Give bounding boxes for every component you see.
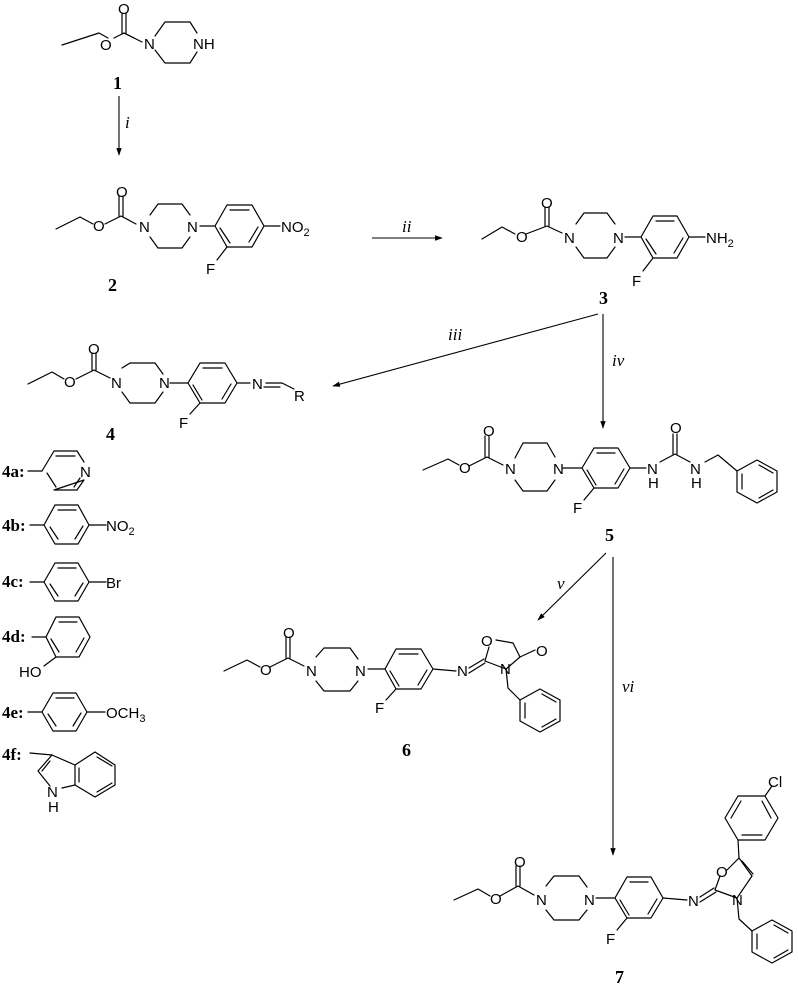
compound-label-5: 5 bbox=[605, 525, 614, 545]
atom-N: N bbox=[47, 784, 58, 801]
r-group-label: 4f: bbox=[2, 745, 22, 764]
atom-N: N bbox=[355, 663, 366, 680]
atom-O: O bbox=[716, 864, 728, 881]
r-group-4f: 4f: N H bbox=[2, 745, 116, 816]
atom-NH2: NH2 bbox=[706, 230, 734, 250]
compound-label-3: 3 bbox=[599, 288, 608, 308]
atom-O: O bbox=[490, 891, 502, 908]
reaction-arrow-ii: ii bbox=[372, 217, 443, 241]
atom-O: O bbox=[514, 854, 526, 871]
atom-O: O bbox=[116, 184, 128, 201]
r-group-4e: 4e: OCH3 bbox=[2, 692, 145, 732]
reagent-label-iv: iv bbox=[612, 351, 625, 370]
r-group-4a: 4a: N bbox=[2, 450, 91, 491]
reagent-label-ii: ii bbox=[402, 217, 412, 236]
compound-label-7: 7 bbox=[615, 967, 624, 987]
atom-O: O bbox=[260, 662, 272, 679]
atom-O: O bbox=[459, 460, 471, 477]
atom-Cl: Cl bbox=[768, 774, 782, 791]
atom-N: N bbox=[500, 661, 511, 678]
atom-F: F bbox=[206, 261, 215, 278]
atom-N: N bbox=[159, 375, 170, 392]
compound-1: O O N NH 1 bbox=[61, 1, 215, 93]
atom-O: O bbox=[283, 625, 295, 642]
reagent-label-vi: vi bbox=[622, 677, 635, 696]
atom-F: F bbox=[573, 500, 582, 517]
atom-O: O bbox=[483, 423, 495, 440]
compound-4: O O N N F N R 4 bbox=[27, 341, 305, 444]
atom-OCH3: OCH3 bbox=[106, 705, 145, 725]
atom-N: N bbox=[80, 464, 91, 481]
atom-N: N bbox=[688, 893, 699, 910]
atom-N: N bbox=[144, 36, 155, 53]
atom-N: N bbox=[139, 219, 150, 236]
compound-label-6: 6 bbox=[402, 740, 411, 760]
atom-F: F bbox=[632, 273, 641, 290]
reaction-arrow-i: i bbox=[116, 96, 130, 156]
atom-N: N bbox=[553, 461, 564, 478]
atom-N: N bbox=[306, 663, 317, 680]
atom-NO2: NO2 bbox=[281, 219, 310, 239]
r-group-label: 4b: bbox=[2, 516, 26, 535]
r-group-label: 4a: bbox=[2, 462, 25, 481]
atom-H: H bbox=[648, 475, 659, 492]
reaction-arrow-vi: vi bbox=[610, 557, 635, 856]
compound-label-1: 1 bbox=[113, 73, 122, 93]
r-group-label: 4c: bbox=[2, 572, 24, 591]
atom-N: N bbox=[252, 376, 263, 393]
atom-N: N bbox=[187, 219, 198, 236]
atom-N: N bbox=[505, 461, 516, 478]
atom-N: N bbox=[690, 461, 701, 478]
atom-O: O bbox=[88, 341, 100, 358]
atom-N: N bbox=[584, 892, 595, 909]
reaction-arrow-iii: iii bbox=[332, 313, 599, 387]
atom-N: N bbox=[111, 375, 122, 392]
atom-N: N bbox=[457, 663, 468, 680]
atom-O: O bbox=[93, 218, 105, 235]
compound-label-4: 4 bbox=[106, 424, 115, 444]
compound-7: O O N N F N O N Cl 7 bbox=[453, 774, 793, 987]
atom-N: N bbox=[647, 461, 658, 478]
reagent-label-v: v bbox=[557, 574, 565, 593]
r-group-4b: 4b: NO2 bbox=[2, 504, 135, 545]
r-group-label: 4e: bbox=[2, 703, 24, 722]
atom-O: O bbox=[536, 643, 548, 660]
atom-N: N bbox=[732, 892, 743, 909]
atom-O: O bbox=[481, 633, 493, 650]
compound-5: O O N N F N H O N H 5 bbox=[422, 420, 778, 545]
atom-R: R bbox=[294, 388, 305, 405]
compound-3: O O N N F NH2 3 bbox=[481, 195, 734, 308]
atom-O: O bbox=[670, 420, 682, 437]
atom-H: H bbox=[691, 475, 702, 492]
atom-HO: HO bbox=[19, 664, 42, 681]
atom-F: F bbox=[606, 931, 615, 948]
atom-NH: NH bbox=[193, 36, 215, 53]
atom-O: O bbox=[100, 37, 112, 54]
atom-N: N bbox=[564, 230, 575, 247]
reagent-label-iii: iii bbox=[448, 325, 462, 344]
atom-F: F bbox=[375, 700, 384, 717]
atom-O: O bbox=[541, 195, 553, 212]
atom-N: N bbox=[536, 892, 547, 909]
atom-F: F bbox=[179, 415, 188, 432]
r-group-4c: 4c: Br bbox=[2, 562, 121, 602]
atom-O: O bbox=[516, 229, 528, 246]
atom-O: O bbox=[64, 374, 76, 391]
compound-label-2: 2 bbox=[108, 275, 117, 295]
reaction-arrow-iv: iv bbox=[600, 314, 625, 429]
atom-N: N bbox=[613, 230, 624, 247]
atom-Br: Br bbox=[106, 575, 121, 592]
reagent-label-i: i bbox=[125, 113, 130, 132]
reaction-arrow-v: v bbox=[537, 552, 607, 621]
compound-6: O O N N F N O O N 6 bbox=[223, 625, 561, 760]
r-group-label: 4d: bbox=[2, 627, 26, 646]
atom-NO2: NO2 bbox=[106, 518, 135, 538]
atom-O: O bbox=[118, 1, 130, 18]
atom-H: H bbox=[48, 799, 59, 816]
r-group-4d: 4d: HO bbox=[2, 616, 91, 681]
compound-2: O O N N F NO2 2 bbox=[55, 184, 310, 295]
